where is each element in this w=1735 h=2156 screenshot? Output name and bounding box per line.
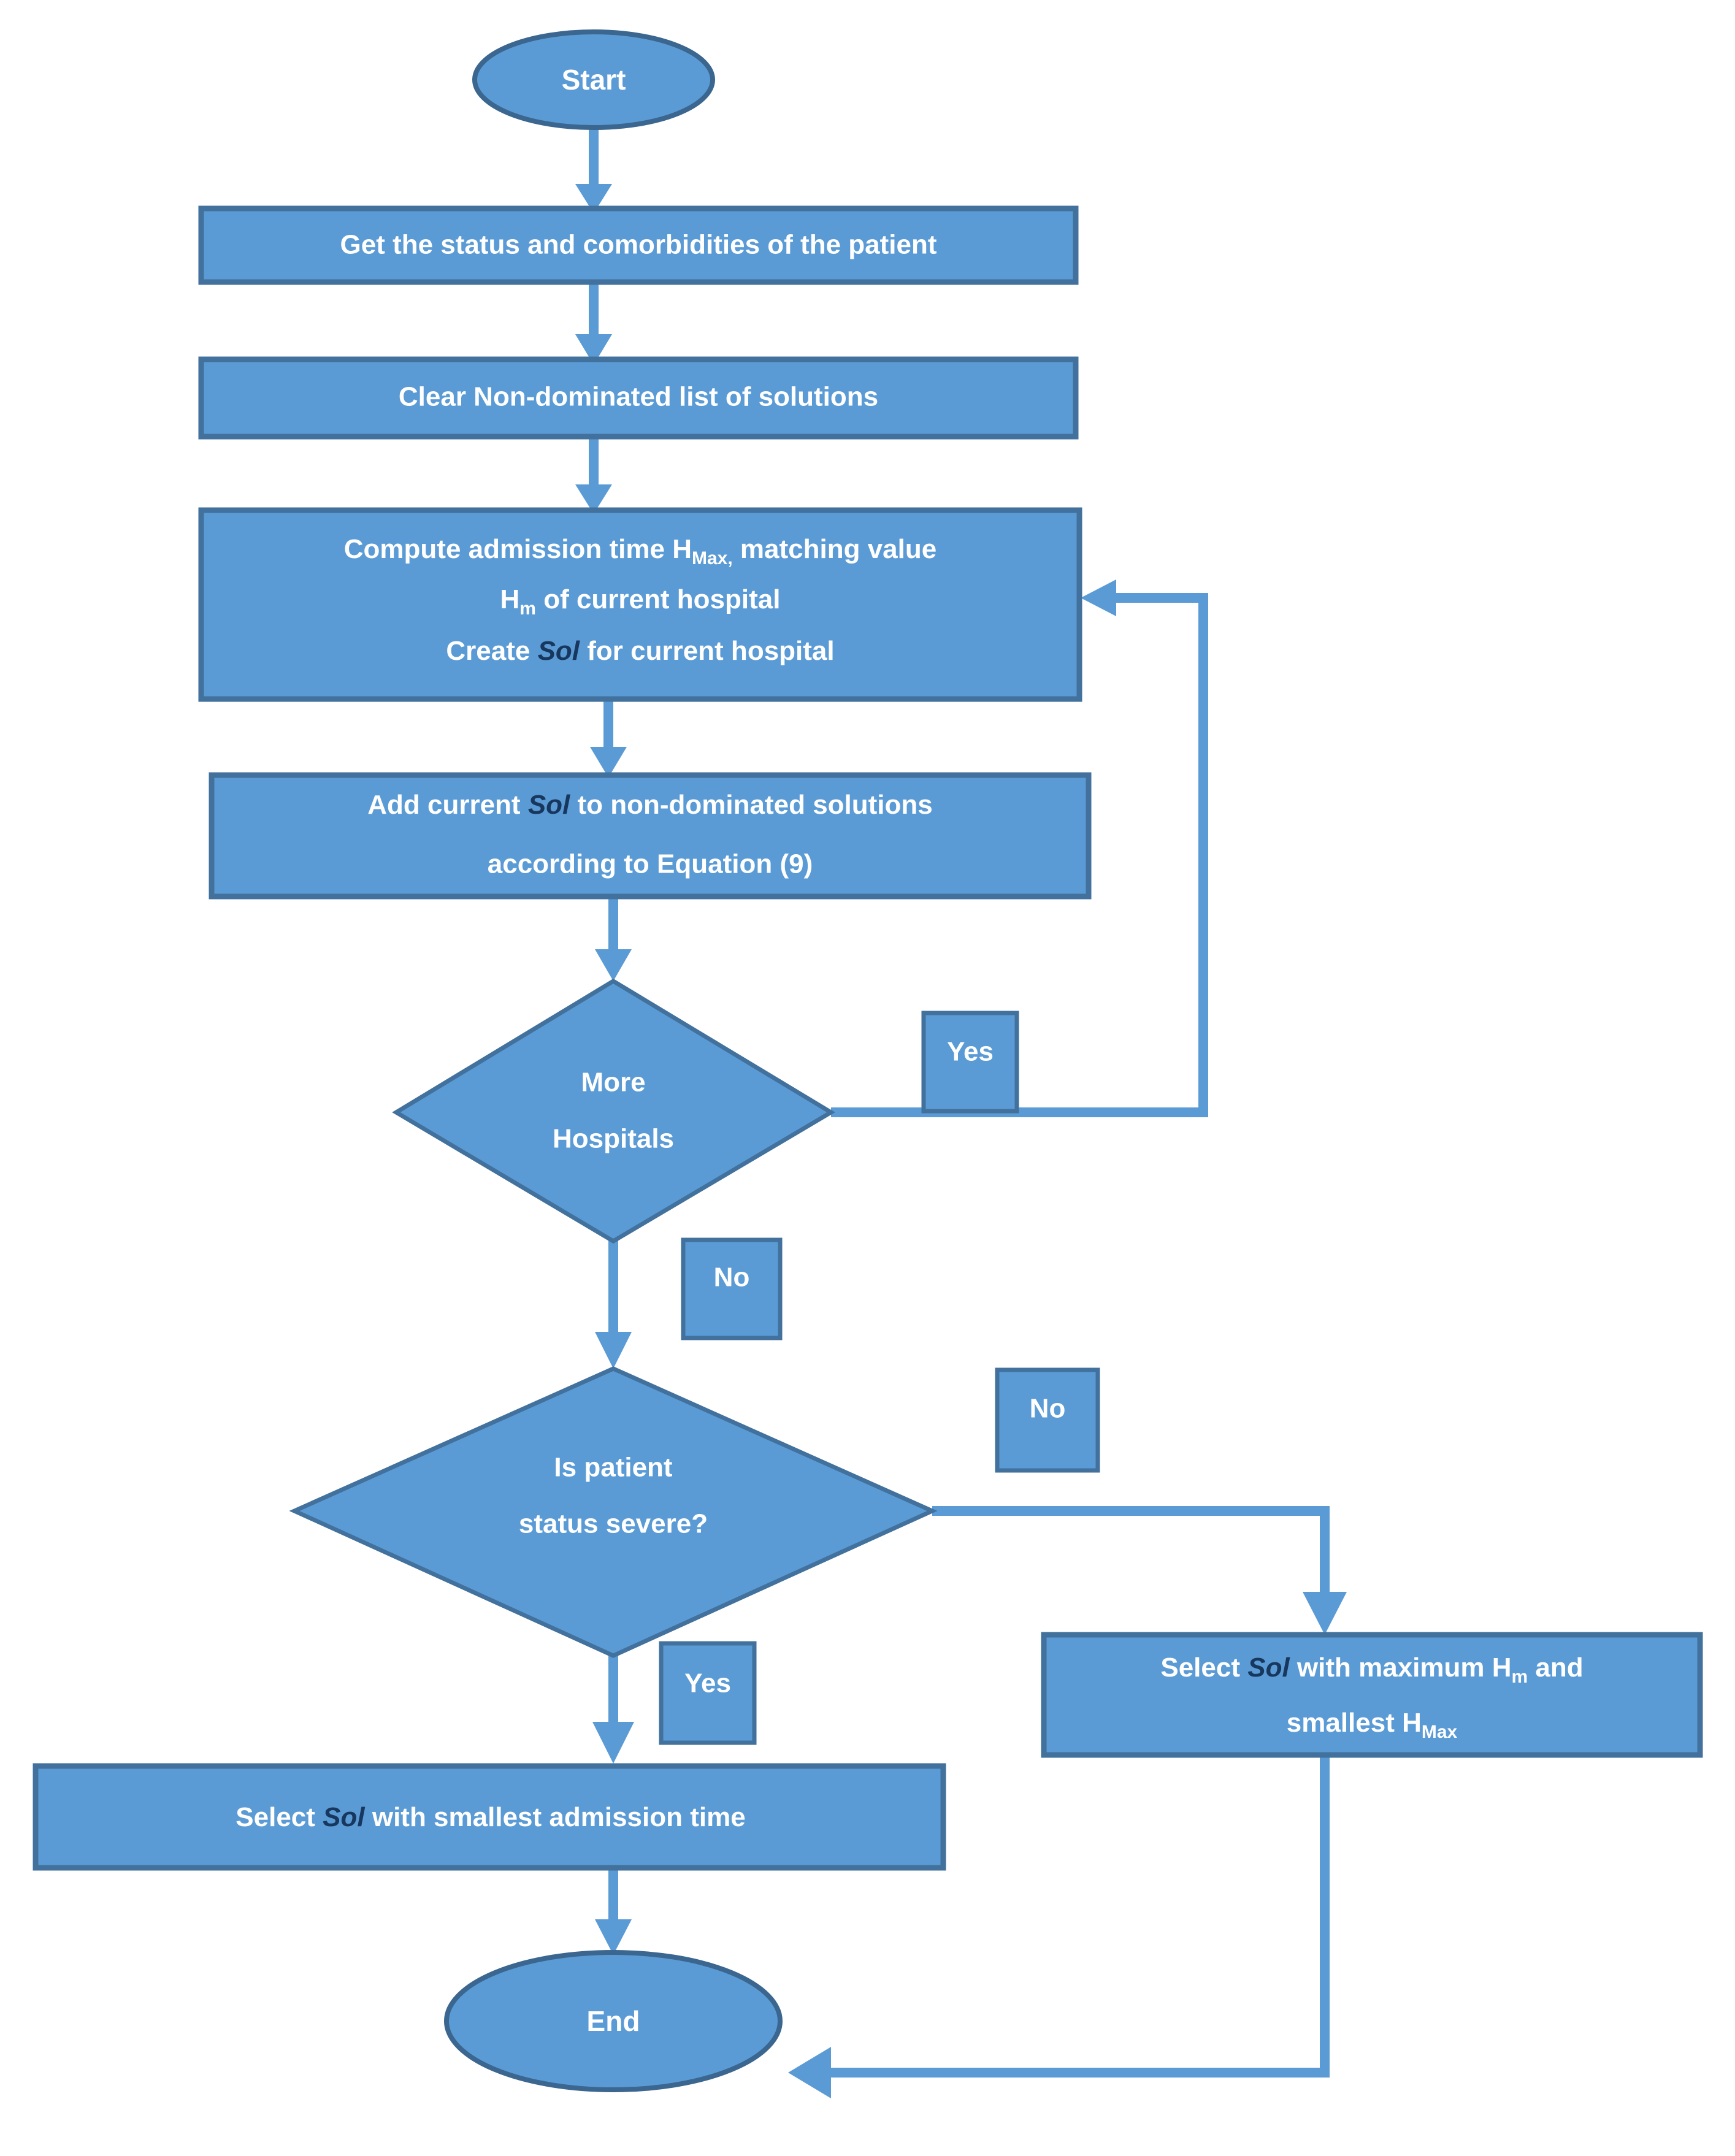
label-more-hospitals-yes-text: Yes xyxy=(947,1037,994,1067)
node-start-label: Start xyxy=(562,64,626,96)
node-more-hospitals[interactable]: More Hospitals xyxy=(392,978,835,1244)
node-is-severe[interactable]: Is patient status severe? xyxy=(289,1366,938,1658)
connector-compute-to-add-sol xyxy=(590,699,627,778)
connector-select-smallest-to-end xyxy=(595,1868,632,1955)
label-more-hospitals-no-text: No xyxy=(714,1263,750,1293)
node-add-sol-line1: Add current Sol to non-dominated solutio… xyxy=(367,790,933,820)
connector-clear-list-to-compute xyxy=(575,435,612,514)
node-clear-list[interactable]: Clear Non-dominated list of solutions xyxy=(198,356,1079,440)
node-more-hospitals-line2: Hospitals xyxy=(553,1124,674,1154)
connector-is-severe-no xyxy=(932,1506,1347,1635)
node-select-max[interactable]: Select Sol with maximum Hm and smallest … xyxy=(1041,1632,1703,1758)
node-select-max-line1: Select Sol with maximum Hm and xyxy=(1160,1653,1583,1687)
node-end-label: End xyxy=(587,2005,640,2037)
node-add-sol[interactable]: Add current Sol to non-dominated solutio… xyxy=(209,772,1092,900)
label-is-severe-no: No xyxy=(995,1367,1100,1473)
label-is-severe-no-text: No xyxy=(1030,1394,1066,1424)
node-get-status-label: Get the status and comorbidities of the … xyxy=(340,230,937,260)
node-clear-list-label: Clear Non-dominated list of solutions xyxy=(399,382,878,412)
node-select-max-line2: smallest HMax xyxy=(1287,1708,1458,1742)
node-start[interactable]: Start xyxy=(472,29,715,130)
node-compute[interactable]: Compute admission time HMax, matching va… xyxy=(198,507,1082,702)
connector-start-to-get-status xyxy=(575,126,612,213)
node-select-smallest[interactable]: Select Sol with smallest admission time xyxy=(33,1763,946,1871)
node-select-smallest-line1: Select Sol with smallest admission time xyxy=(236,1802,745,1832)
node-compute-line2: Hm of current hospital xyxy=(500,584,781,619)
label-more-hospitals-no: No xyxy=(681,1237,783,1340)
node-add-sol-line2: according to Equation (9) xyxy=(488,849,813,879)
node-end[interactable]: End xyxy=(444,1950,783,2092)
label-is-severe-yes: Yes xyxy=(659,1641,757,1745)
label-is-severe-yes-text: Yes xyxy=(684,1669,731,1699)
node-is-severe-line2: status severe? xyxy=(519,1509,708,1539)
node-get-status[interactable]: Get the status and comorbidities of the … xyxy=(198,205,1079,285)
connector-more-hospitals-no xyxy=(595,1239,632,1369)
label-more-hospitals-yes: Yes xyxy=(921,1011,1019,1114)
node-more-hospitals-line1: More xyxy=(581,1068,645,1098)
node-compute-line1: Compute admission time HMax, matching va… xyxy=(344,534,936,568)
node-compute-line3: Create Sol for current hospital xyxy=(446,636,834,666)
connector-add-sol-to-more-hospitals xyxy=(595,896,632,981)
node-is-severe-line1: Is patient xyxy=(554,1453,672,1483)
connector-select-max-to-end xyxy=(788,1754,1330,2098)
connector-get-status-to-clear-list xyxy=(575,282,612,365)
connector-is-severe-yes xyxy=(592,1656,634,1764)
